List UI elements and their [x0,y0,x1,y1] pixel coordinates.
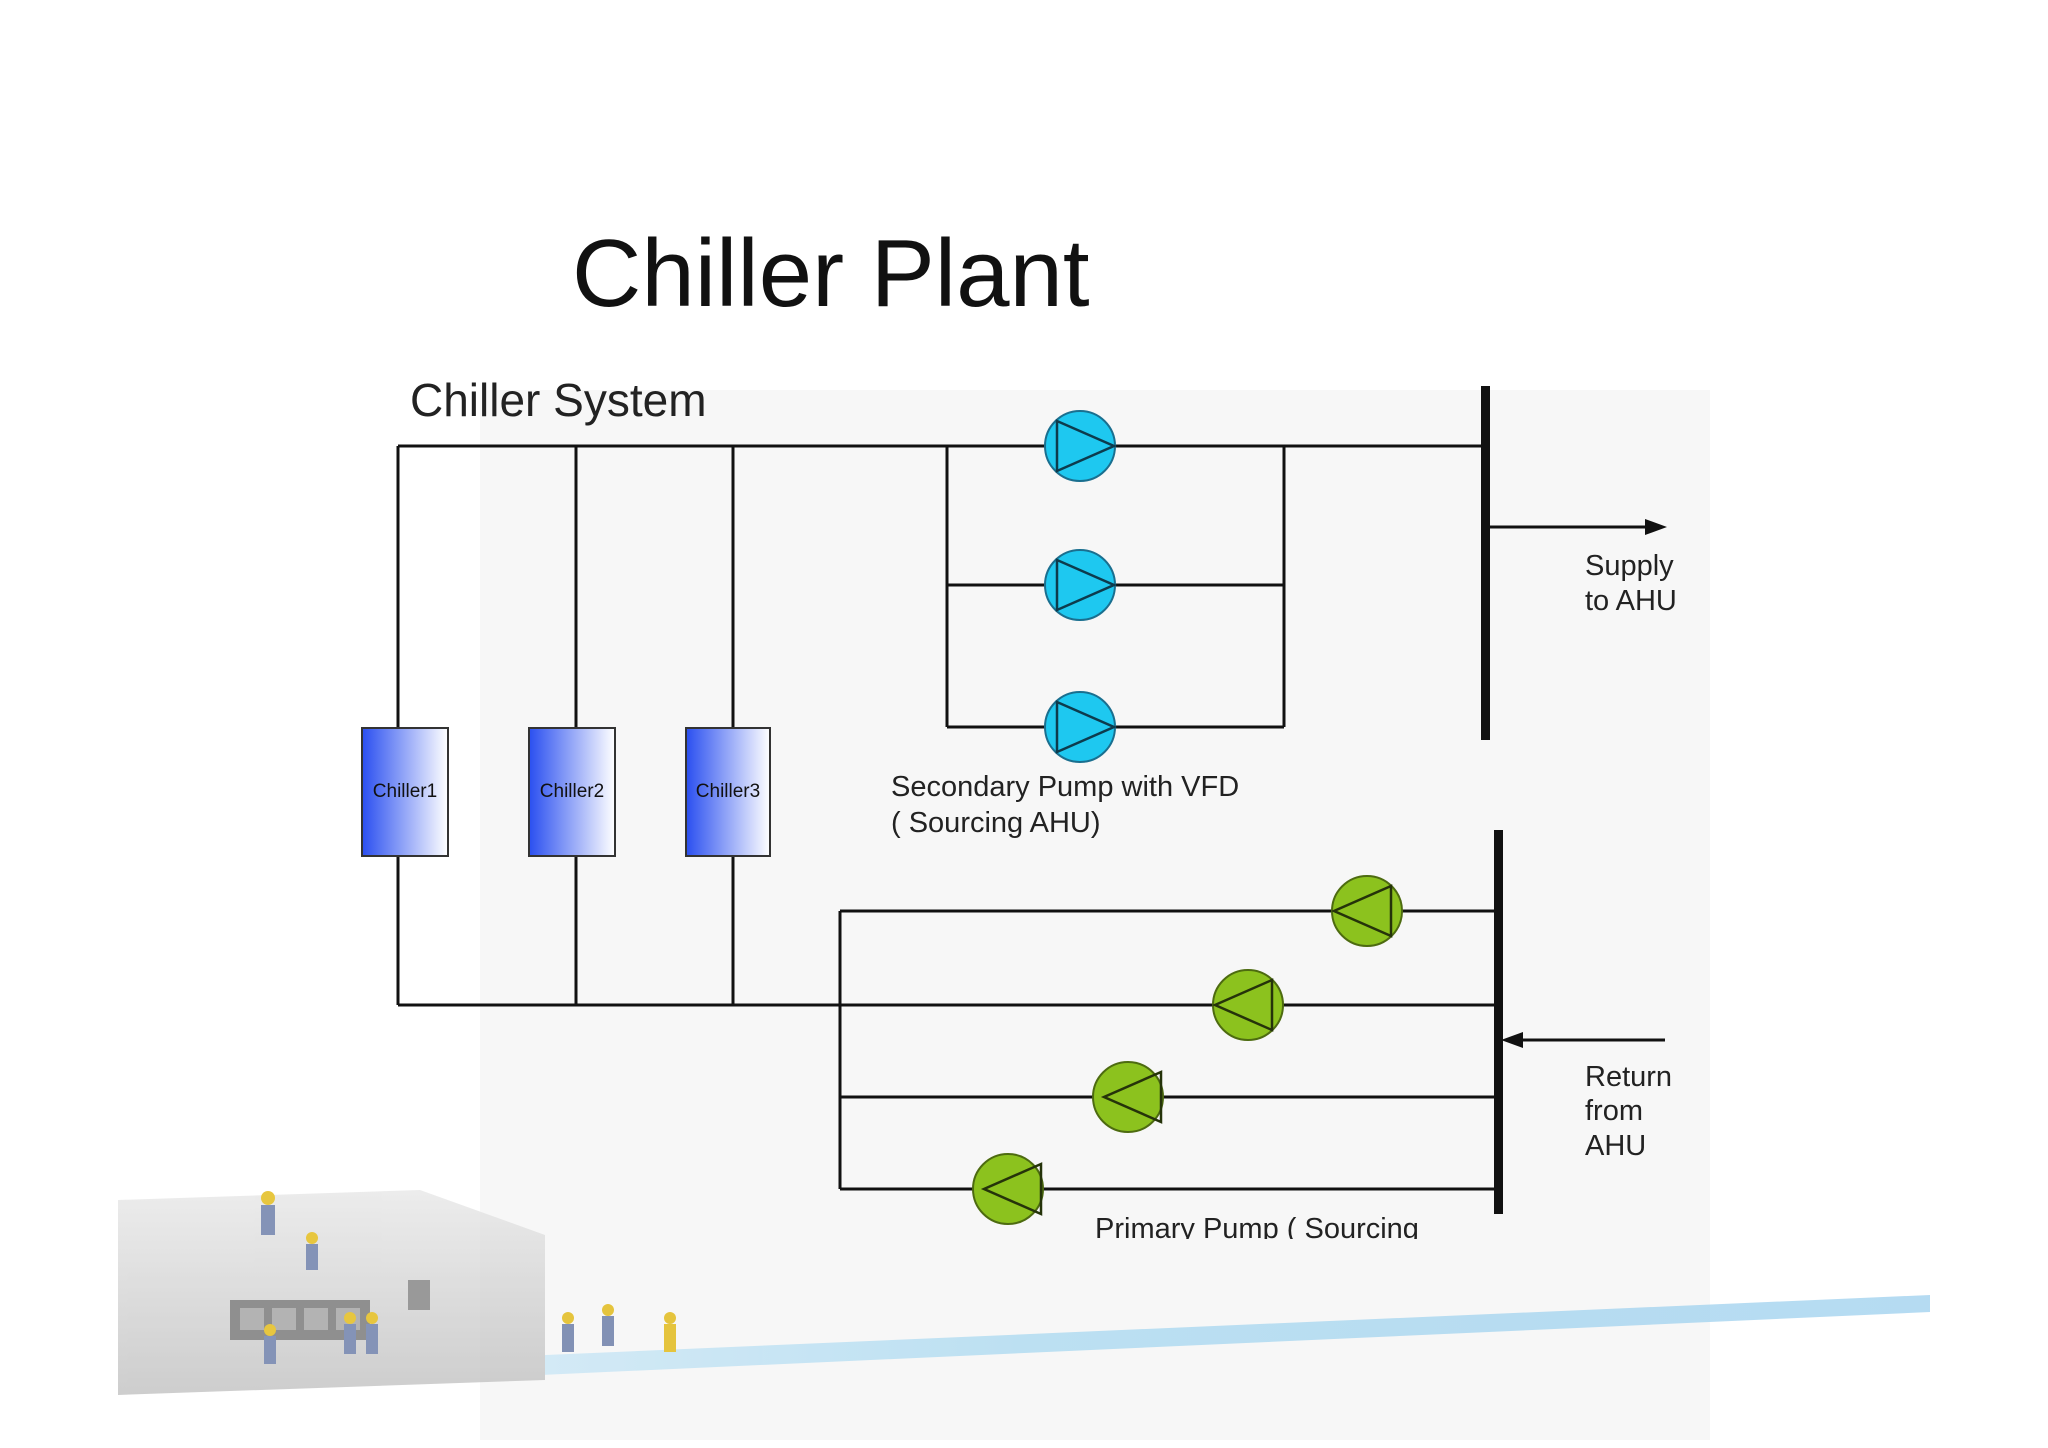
return-label-line3: AHU [1585,1130,1646,1162]
primary-pump-1 [1330,875,1403,947]
pump-direction-icon [1211,978,1274,1032]
pump-direction-icon [1055,700,1118,754]
pump-direction-icon [1055,419,1118,473]
slide-title: Chiller Plant [572,220,1090,327]
chiller-label: Chiller2 [540,781,604,802]
secondary-pump-1 [1044,410,1118,482]
primary-pump-label: Primary Pump ( Sourcing [1095,1213,1419,1245]
background-panel [480,390,1710,1440]
pump-direction-icon [1330,884,1393,938]
worker-figures [261,1191,676,1364]
primary-pump-3 [1092,1061,1164,1133]
pump-direction-icon [1055,558,1118,612]
footer-network-art [118,1190,1930,1395]
chiller-label: Chiller3 [696,781,760,802]
return-label: Return [1585,1061,1672,1093]
return-header-bar [1494,830,1503,1214]
chiller-1: Chiller1 [361,727,449,857]
secondary-pump-3 [1044,691,1118,763]
secondary-pump-sublabel: ( Sourcing AHU) [891,807,1101,839]
cable-stripe [430,1295,1930,1380]
supply-label-line2: to AHU [1585,585,1677,617]
primary-pump-2 [1211,969,1284,1041]
pump-direction-icon [1100,1070,1163,1124]
secondary-pump-label: Secondary Pump with VFD [891,771,1239,803]
secondary-pump-2 [1044,549,1118,621]
chiller-label: Chiller1 [373,781,437,802]
supply-arrow-icon [1645,519,1667,535]
router-device-image [118,1190,545,1395]
system-label: Chiller System [410,374,707,426]
chiller-loop-piping [396,444,1665,1191]
supply-header-bar [1481,386,1490,740]
chiller-2: Chiller2 [528,727,616,857]
return-label-line2: from [1585,1095,1643,1127]
supply-label: Supply [1585,550,1674,582]
chiller-3: Chiller3 [685,727,771,857]
pump-direction-icon [980,1162,1043,1216]
return-arrow-icon [1501,1032,1523,1048]
primary-pump-4 [972,1153,1044,1225]
